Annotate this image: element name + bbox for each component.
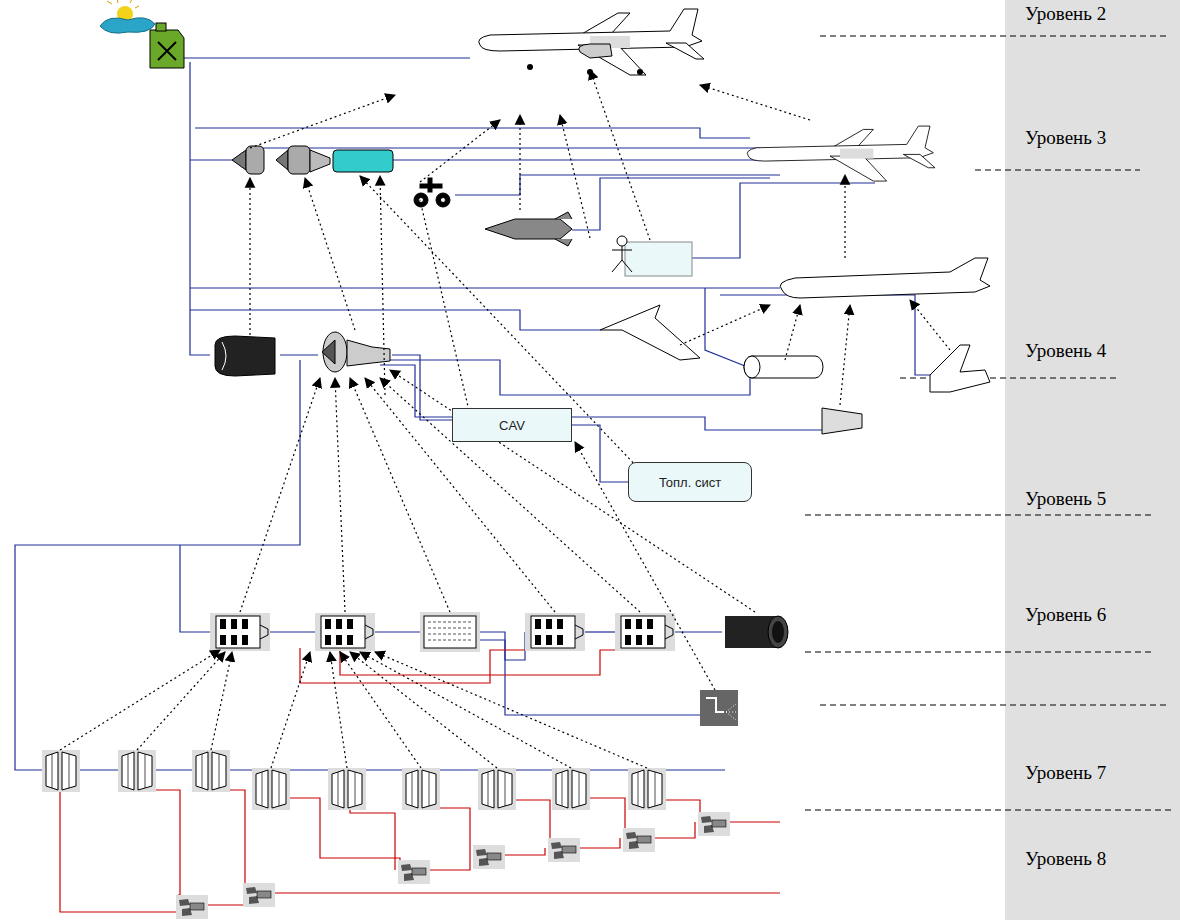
level-label: Уровень 6	[1025, 604, 1106, 626]
node-text: Топл. сист	[659, 475, 721, 490]
level-label: Уровень 4	[1025, 340, 1106, 362]
level-label: Уровень 5	[1025, 488, 1106, 510]
level-label: Уровень 3	[1025, 127, 1106, 149]
node-text: CAV	[499, 418, 525, 433]
level-label: Уровень 8	[1025, 848, 1106, 870]
system-box: CAV	[452, 408, 572, 442]
connector-line	[572, 425, 628, 482]
level-label: Уровень 7	[1025, 762, 1106, 784]
level-label: Уровень 2	[1025, 3, 1106, 25]
system-box: Топл. сист	[628, 462, 752, 502]
